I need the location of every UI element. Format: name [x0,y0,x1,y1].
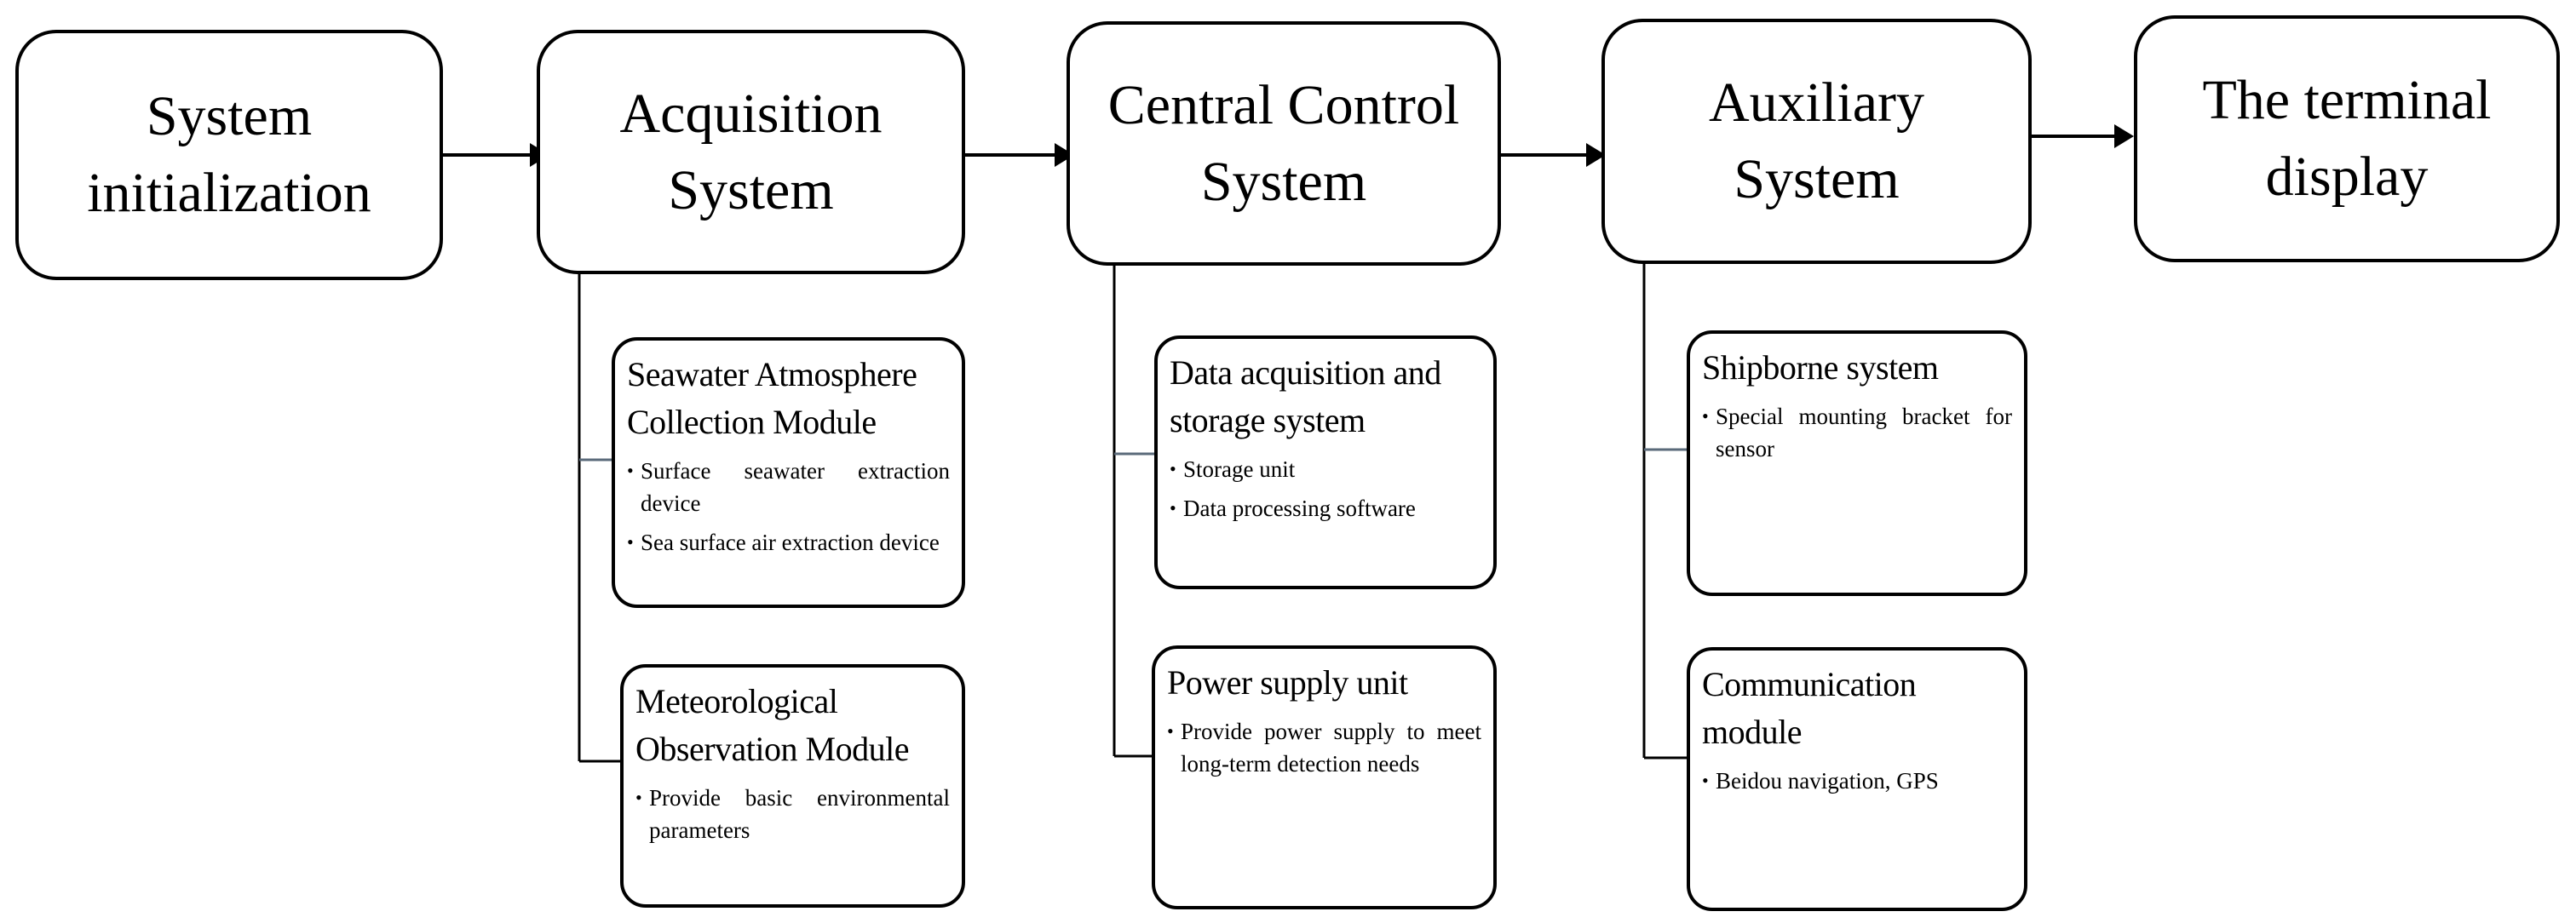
stage-label: Central Control System [1107,73,1460,213]
module-communication: Communication module Beidou navigation, … [1687,647,2027,911]
stage-label: Auxiliary System [1709,72,1924,210]
module-item: Sea surface air extraction device [627,526,950,559]
module-data-acquisition-storage: Data acquisition and storage system Stor… [1154,335,1497,589]
module-item-list: Provide basic environmental parameters [635,782,950,846]
module-item: Storage unit [1170,453,1481,485]
module-item-list: Provide power supply to meet long-term d… [1167,715,1481,780]
arrowhead-icon [1055,143,1074,167]
module-item-list: Beidou navigation, GPS [1702,765,2012,797]
module-title: Seawater Atmosphere Collection Module [627,355,917,441]
module-title: Communication module [1702,665,1917,751]
arrowhead-icon [2114,124,2134,148]
module-seawater-atmosphere-collection: Seawater Atmosphere Collection Module Su… [612,337,965,608]
module-item: Special mounting bracket for sensor [1702,400,2012,465]
module-power-supply-unit: Power supply unit Provide power supply t… [1152,645,1497,909]
module-item: Beidou navigation, GPS [1702,765,2012,797]
module-item: Provide basic environmental parameters [635,782,950,846]
module-item: Surface seawater extraction device [627,455,950,519]
arrowhead-icon [1586,143,1606,167]
module-item-list: Surface seawater extraction device Sea s… [627,455,950,559]
module-item: Data processing software [1170,492,1481,525]
module-title: Shipborne system [1702,348,1939,387]
module-item: Provide power supply to meet long-term d… [1167,715,1481,780]
stage-label: Acquisition System [619,82,883,221]
stage-label: System initialization [87,85,371,224]
stage-label: The terminal display [2202,69,2492,208]
module-item-list: Special mounting bracket for sensor [1702,400,2012,465]
stage-acquisition-system: Acquisition System [537,30,965,274]
module-title: Data acquisition and storage system [1170,353,1441,439]
module-title: Power supply unit [1167,663,1408,702]
module-shipborne-system: Shipborne system Special mounting bracke… [1687,330,2027,596]
module-title: Meteorological Observation Module [635,682,909,768]
stage-system-initialization: System initialization [15,30,443,280]
stage-auxiliary-system: Auxiliary System [1601,19,2032,264]
module-meteorological-observation: Meteorological Observation Module Provid… [620,664,965,908]
stage-central-control-system: Central Control System [1067,21,1501,266]
module-item-list: Storage unit Data processing software [1170,453,1481,525]
stage-terminal-display: The terminal display [2134,15,2560,262]
